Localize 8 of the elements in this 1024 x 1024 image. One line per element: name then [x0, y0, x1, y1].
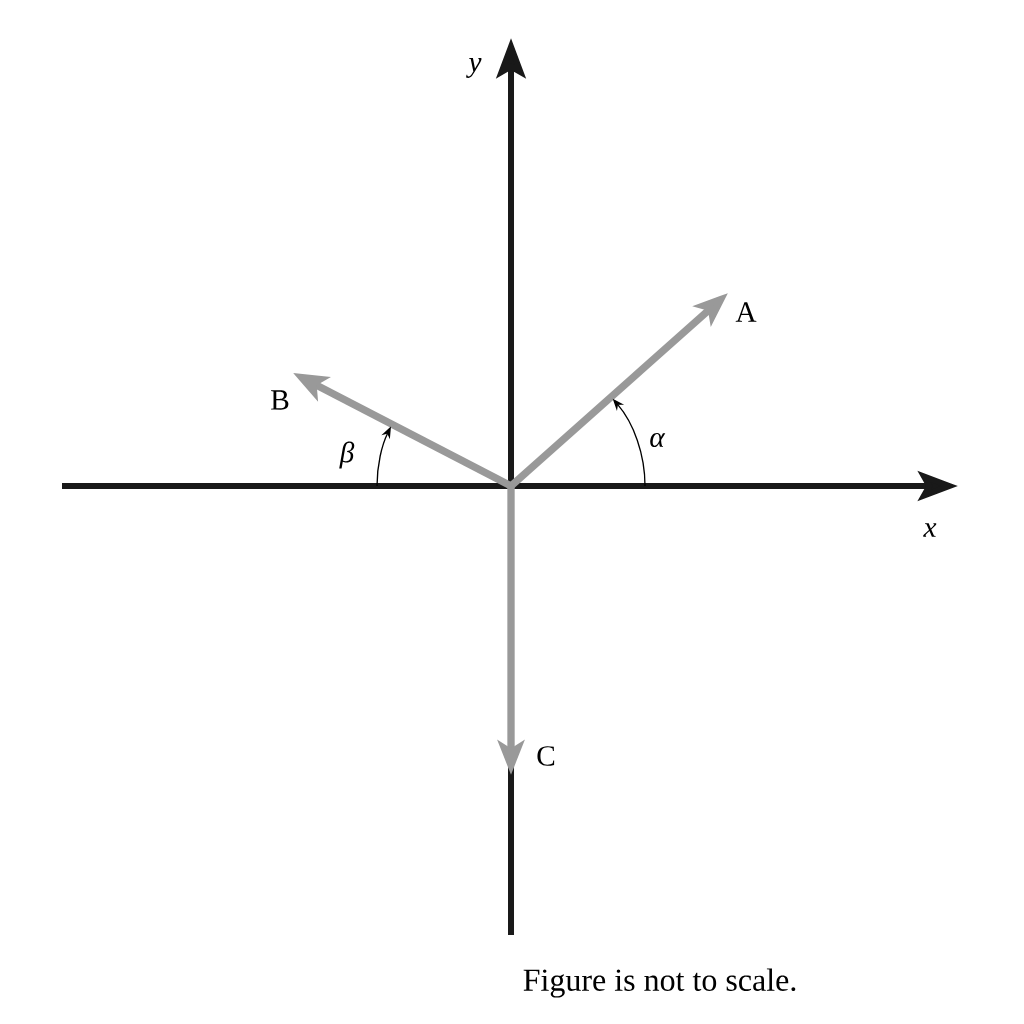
caption: Figure is not to scale. — [523, 968, 796, 998]
axis-label: y — [466, 58, 482, 78]
angle-label: α — [650, 432, 666, 448]
vector-label: B — [271, 390, 289, 410]
angle-label: β — [339, 441, 355, 469]
axis-label: x — [923, 523, 937, 537]
vector-label: A — [735, 302, 757, 322]
vector-label: C — [537, 746, 555, 766]
